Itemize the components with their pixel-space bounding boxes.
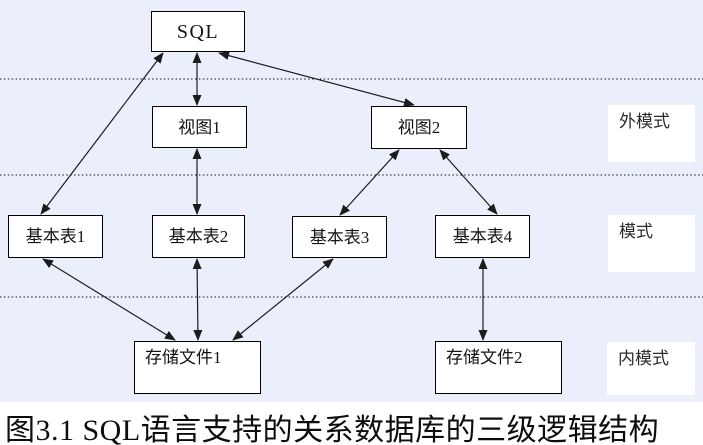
edge-table1-file1	[42, 258, 176, 341]
node-sql: SQL	[151, 11, 245, 52]
figure-caption: 图3.1 SQL语言支持的关系数据库的三级逻辑结构	[5, 414, 660, 445]
node-label-table1: 基本表1	[25, 227, 86, 246]
arrow-connectors	[40, 51, 498, 341]
node-view1: 视图1	[152, 106, 247, 148]
node-label-sql: SQL	[176, 20, 220, 43]
edge-sql-view2	[218, 51, 415, 107]
node-table3: 基本表3	[292, 216, 387, 258]
edge-table2-file1	[192, 258, 203, 341]
node-label-file1: 存储文件1	[145, 348, 222, 367]
schema-label-text-external-schema: 外模式	[619, 112, 670, 131]
node-label-file2: 存储文件2	[446, 348, 523, 367]
node-label-table3: 基本表3	[309, 227, 370, 247]
node-table2: 基本表2	[152, 215, 245, 258]
schema-label-text-internal-schema: 内模式	[618, 349, 669, 368]
node-file2: 存储文件2	[435, 341, 562, 394]
node-label-view1: 视图1	[178, 117, 221, 137]
edge-table3-file1	[232, 258, 334, 341]
schema-boundary-lines	[0, 78, 703, 298]
edge-sql-table1	[40, 52, 164, 215]
edge-view2-table4	[439, 149, 498, 215]
node-label-view2: 视图2	[397, 118, 441, 137]
edge-view2-table3	[339, 149, 400, 216]
node-file1: 存储文件1	[134, 341, 261, 394]
schema-label-external-schema: 外模式	[608, 105, 695, 162]
node-table4: 基本表4	[435, 215, 530, 258]
node-label-table2: 基本表2	[168, 227, 229, 246]
caption-band: 图3.1 SQL语言支持的关系数据库的三级逻辑结构	[0, 402, 703, 445]
schema-label-internal-schema: 内模式	[607, 342, 695, 395]
node-view2: 视图2	[371, 106, 467, 149]
schema-label-schema: 模式	[608, 215, 695, 272]
schema-label-text-schema: 模式	[619, 222, 653, 241]
node-label-table4: 基本表4	[452, 227, 513, 246]
node-table1: 基本表1	[8, 215, 103, 258]
